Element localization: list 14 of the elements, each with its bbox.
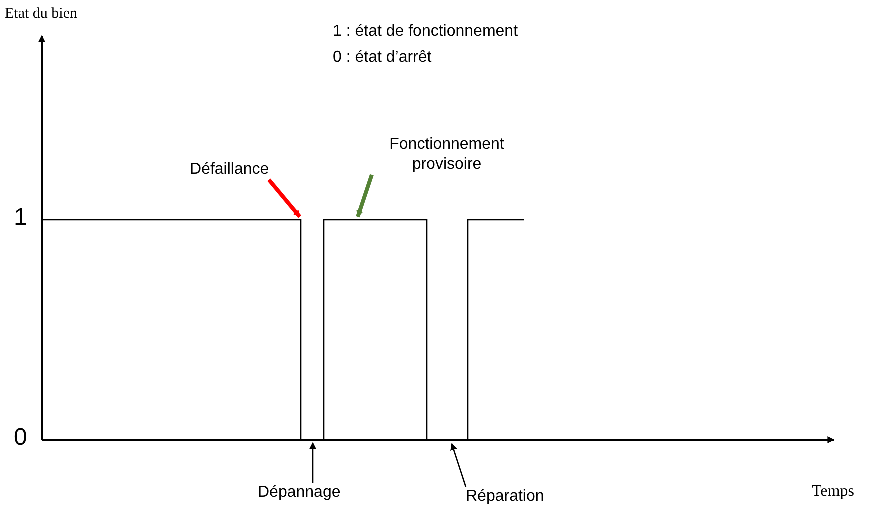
leader-arrow [450,443,467,488]
axis-title: Etat du bien [5,5,78,24]
legend-note: 0 : état d’arrêt [333,48,432,68]
leader-arrow [268,178,302,218]
annotation-text: Dépannage [258,483,341,503]
legend-note: 1 : état de fonctionnement [333,22,518,42]
annotation-text: Défaillance [190,160,270,180]
axis-title: Temps [812,482,854,502]
annotation-text: Réparation [466,487,544,507]
tick-label: 0 [14,424,28,452]
annotation-text: Fonctionnement provisoire [372,135,522,175]
leader-arrow [310,442,316,483]
leader-arrow [356,174,374,218]
tick-label: 1 [14,204,28,232]
